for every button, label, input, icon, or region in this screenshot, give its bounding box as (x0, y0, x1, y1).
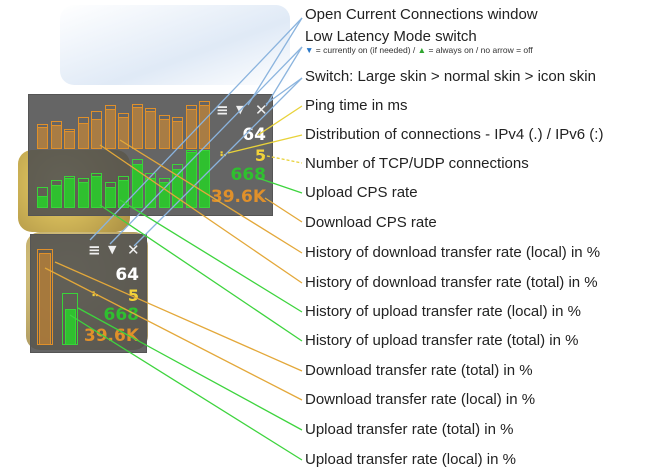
download-local-bar (39, 253, 51, 345)
low-latency-triangle-icon[interactable]: ▼ (108, 243, 117, 256)
leader-low-latency-small (109, 46, 303, 245)
leader-open-connections-small (89, 17, 303, 241)
leader-low-latency (265, 46, 303, 107)
label-download-cps: Download CPS rate (305, 214, 437, 231)
label-low-latency: Low Latency Mode switch (305, 28, 477, 45)
leader-dl-local (44, 267, 303, 401)
history-upload-local-bar (158, 182, 170, 208)
history-upload-local-bar (64, 177, 75, 208)
history-upload-local-bar (37, 196, 48, 208)
ping-value: 64 (115, 265, 139, 285)
label-hist-dl-total: History of download transfer rate (total… (305, 274, 598, 291)
close-icon[interactable]: ✕ (255, 101, 268, 119)
label-ul-total: Upload transfer rate (total) in % (305, 421, 514, 438)
leader-tcp-udp (261, 154, 303, 164)
connections-distribution-icon: ⠦ (219, 147, 228, 160)
background-glare (60, 5, 290, 85)
label-hist-dl-local: History of download transfer rate (local… (305, 244, 601, 261)
leader-switch-skin-small (133, 77, 303, 247)
history-download-local-bar (158, 119, 170, 149)
leader-hist-dl-local (119, 139, 303, 254)
label-open-connections: Open Current Connections window (305, 6, 538, 23)
download-cps: 39.6K (83, 326, 139, 346)
history-upload-local-bar (77, 182, 89, 208)
close-icon[interactable]: ✕ (127, 241, 140, 259)
history-download-local-bar (199, 105, 210, 149)
history-upload-local-bar (145, 177, 156, 208)
history-download-local-bar (91, 119, 102, 149)
history-download-local-bar (131, 107, 143, 149)
label-dl-local: Download transfer rate (local) in % (305, 391, 536, 408)
leader-hist-ul-local (119, 199, 303, 313)
tcp-udp-count: 5 (127, 286, 139, 305)
leader-open-connections (247, 17, 303, 106)
leader-switch-skin (265, 77, 303, 105)
history-download-local-bar (77, 123, 89, 149)
leader-dl-total (54, 261, 303, 372)
leader-hist-ul-total (99, 204, 303, 342)
ping-value: 64 (242, 125, 266, 145)
history-upload-local-bar (118, 180, 129, 208)
history-upload-local-bar (50, 184, 62, 208)
history-download-local-bar (37, 127, 48, 149)
history-upload-local-bar (104, 187, 116, 208)
label-dl-total: Download transfer rate (total) in % (305, 362, 533, 379)
history-download-local-bar (64, 131, 75, 149)
history-download-local-bar (145, 111, 156, 149)
label-switch-skin: Switch: Large skin > normal skin > icon … (305, 68, 596, 85)
label-ping: Ping time in ms (305, 97, 408, 114)
history-download-local-bar (104, 109, 116, 149)
note-currently-on: = currently on (if needed) / (315, 45, 416, 55)
label-tcp-udp: Number of TCP/UDP connections (305, 155, 529, 172)
history-upload-local-bar (199, 150, 210, 208)
leader-hist-dl-total (99, 144, 303, 284)
note-always-on: = always on / no arrow = off (428, 45, 533, 55)
label-hist-ul-total: History of upload transfer rate (total) … (305, 332, 579, 349)
leader-ping (257, 105, 303, 136)
upload-local-bar (65, 309, 76, 345)
leader-distribution (227, 134, 303, 154)
low-latency-note: ▼ = currently on (if needed) / ▲ = alway… (305, 45, 533, 55)
leader-upload-cps (257, 177, 303, 194)
menu-icon[interactable]: ≡ (88, 241, 101, 259)
history-download-local-bar (118, 117, 129, 149)
upload-cps: 668 (103, 305, 140, 325)
history-upload-local-bar (91, 175, 102, 208)
large-skin-widget[interactable]: ≡ ▼ ✕ 64 ⠦ 5 668 39.6K (28, 94, 273, 216)
label-hist-ul-local: History of upload transfer rate (local) … (305, 303, 581, 320)
leader-ul-local (69, 314, 303, 461)
label-ul-local: Upload transfer rate (local) in % (305, 451, 516, 468)
download-cps: 39.6K (210, 187, 266, 207)
leader-download-cps (264, 197, 303, 223)
upload-cps: 668 (230, 165, 267, 185)
label-upload-cps: Upload CPS rate (305, 184, 418, 201)
leader-ul-total (77, 307, 303, 431)
blue-triangle-icon: ▼ (305, 45, 314, 55)
history-download-local-bar (50, 125, 62, 149)
green-triangle-icon: ▲ (417, 45, 427, 55)
tcp-udp-count: 5 (254, 146, 266, 165)
history-upload-local-bar (172, 168, 183, 208)
label-distribution: Distribution of connections - IPv4 (.) /… (305, 126, 604, 143)
